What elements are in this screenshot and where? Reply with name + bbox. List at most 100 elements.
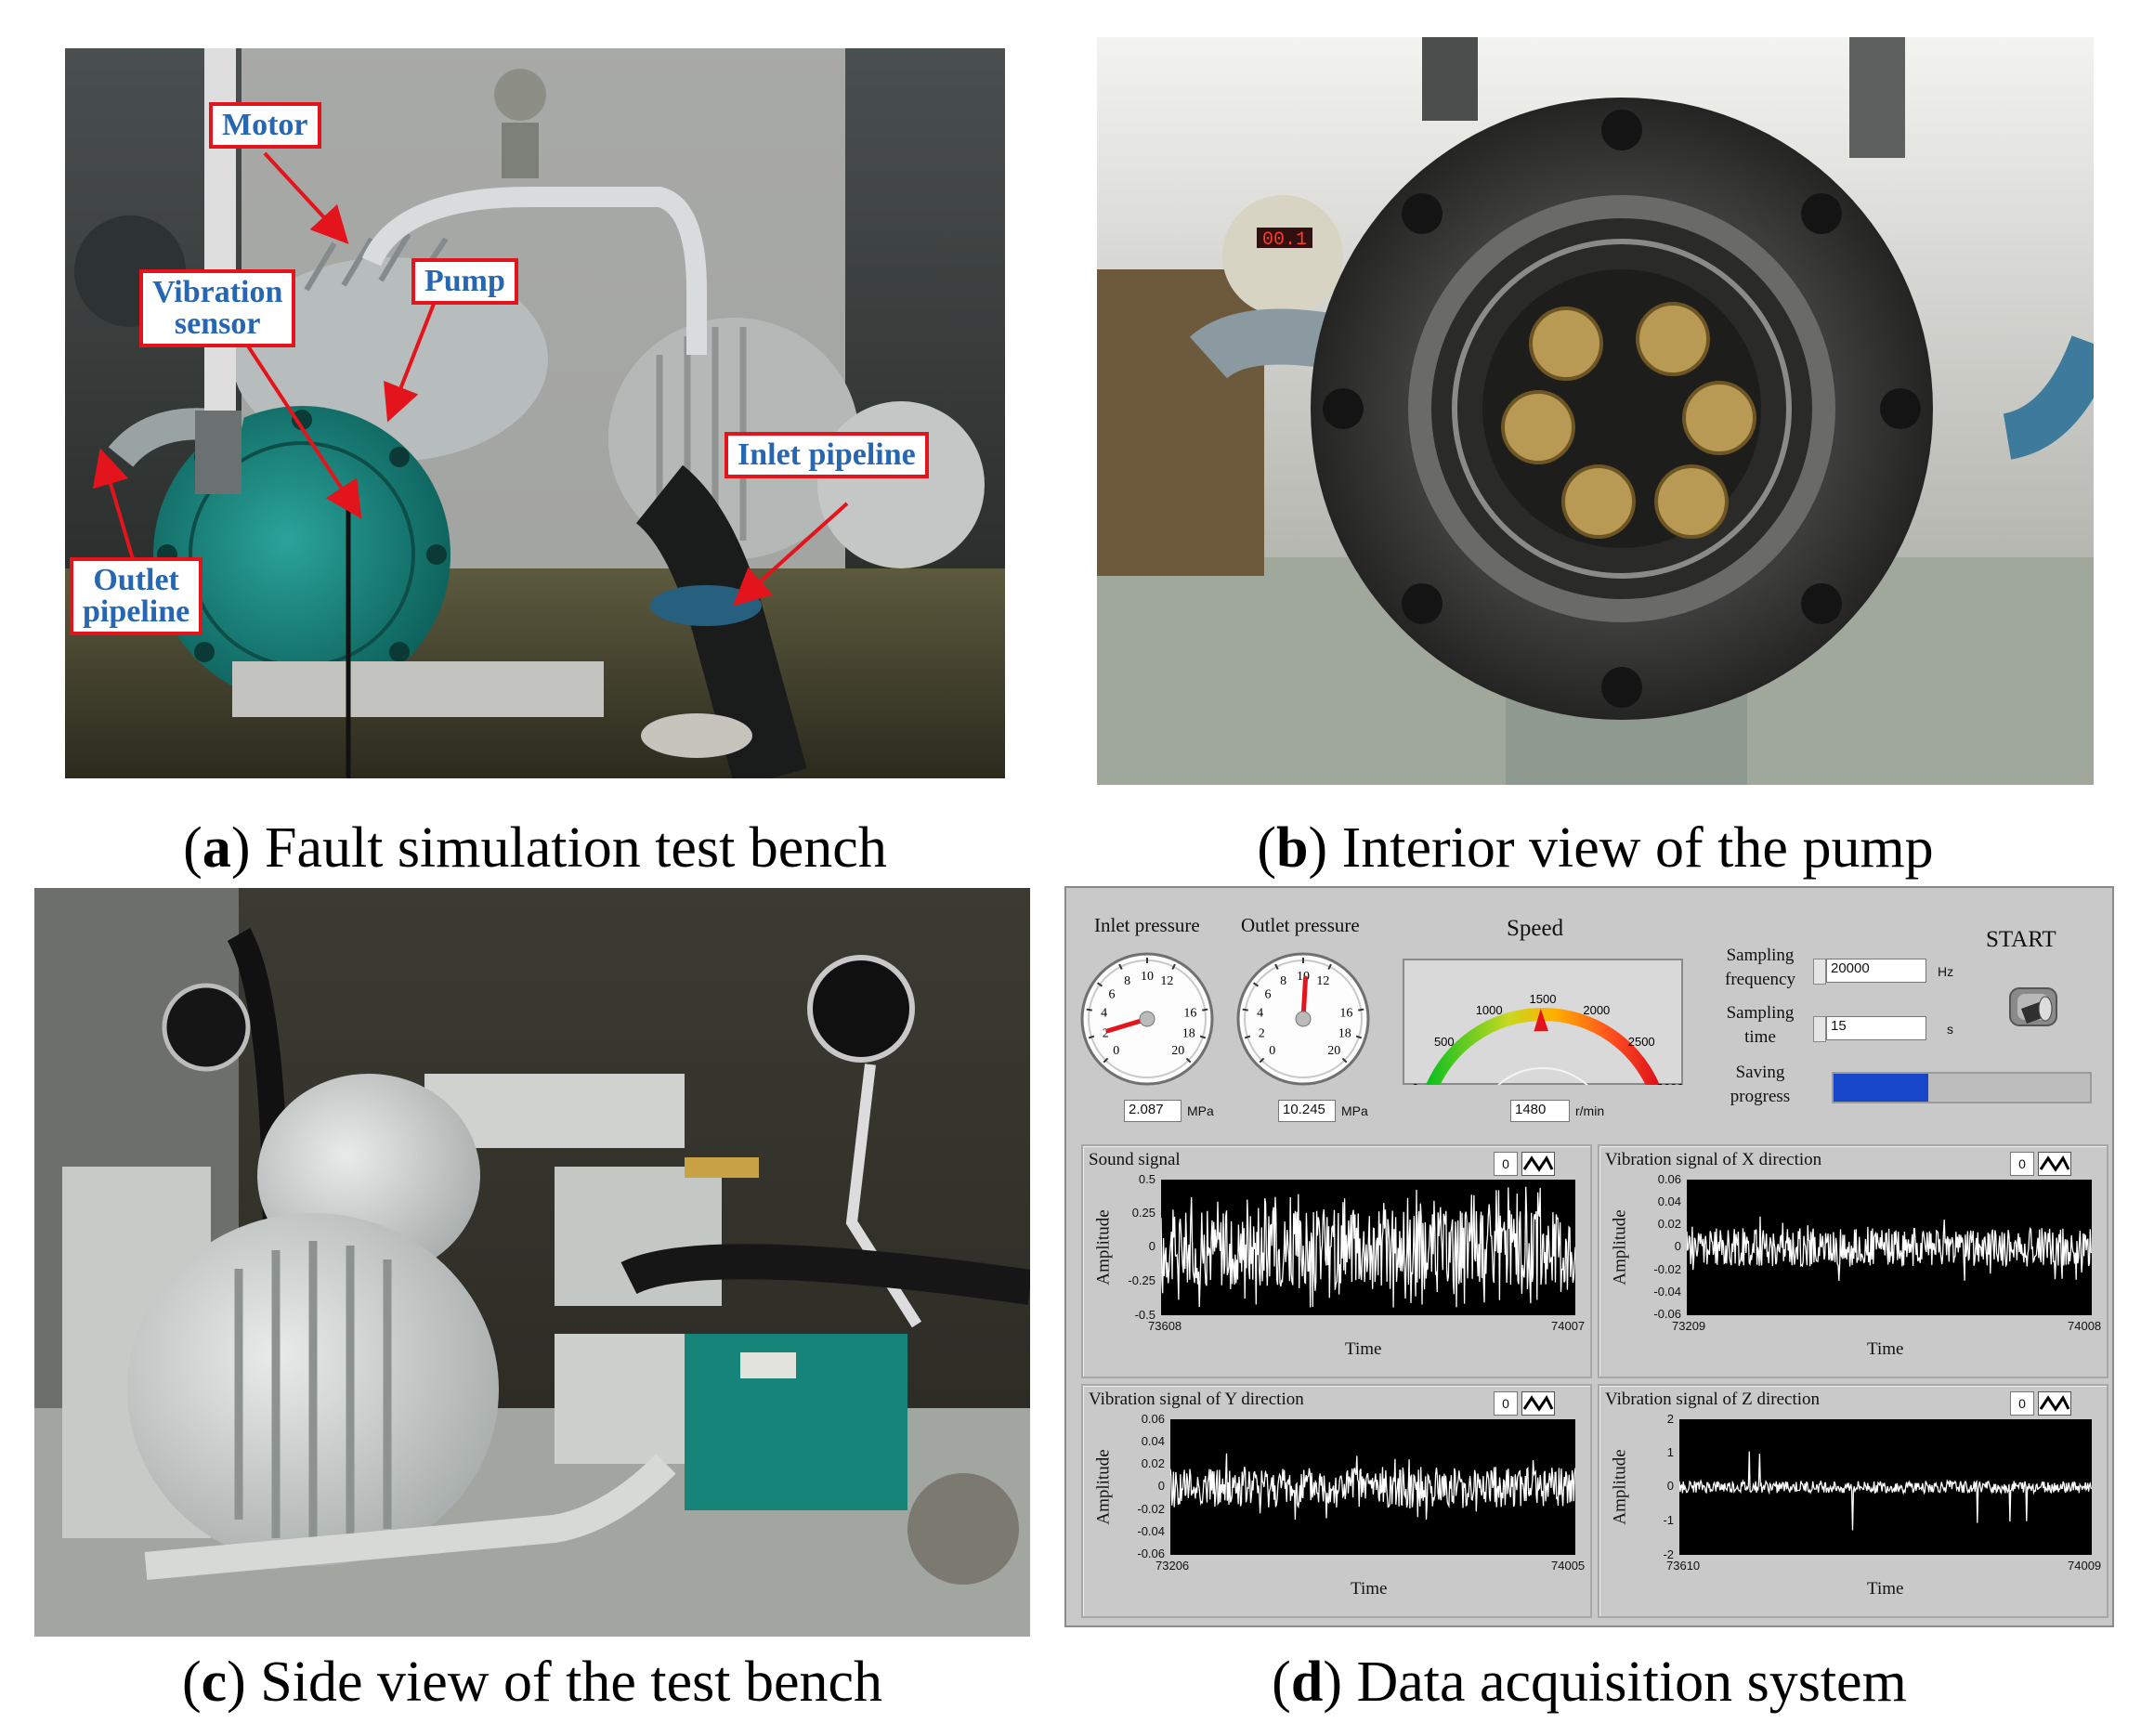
outlet-tick-mark [1253,982,1260,987]
photo-pump-interior: 00.1 [1097,37,2094,785]
inlet-tick-label: 20 [1171,1044,1184,1058]
chart-ylabel: Amplitude [1610,1449,1630,1525]
plot-area [1161,1180,1575,1315]
inlet-unit: MPa [1187,1103,1214,1118]
x-tick-start: 73206 [1155,1559,1190,1573]
inlet-tick-label: 12 [1160,974,1173,988]
inlet-tick-mark [1103,1057,1109,1064]
chart-legend-value: 0 [2010,1152,2034,1176]
photo-b-drawing: 00.1 [1097,37,2094,785]
sampling-time-input[interactable]: 15 [1826,1016,1926,1040]
outlet-tick-label: 20 [1327,1044,1340,1058]
photo-fault-simulation-bench [65,48,1005,778]
inlet-tick-mark [1088,1035,1095,1039]
speed-pointer [1534,1009,1548,1032]
outlet-tick-label: 16 [1339,1007,1352,1021]
outlet-tick-label: 6 [1264,987,1271,1001]
plot-legend-icon[interactable] [1521,1152,1555,1176]
caption-a: (a) Fault simulation test bench [183,816,887,880]
inlet-tick-mark [1185,1057,1192,1064]
inlet-tick-label: 8 [1124,974,1130,988]
y-tick: -0.25 [1128,1273,1155,1287]
sampling-frequency-input[interactable]: 20000 [1826,959,1926,983]
y-tick: 0.02 [1141,1456,1165,1470]
outlet-value-field[interactable]: 10.245 [1278,1100,1336,1122]
chart-title: Vibration signal of X direction [1605,1150,1822,1169]
sampling-frequency-unit: Hz [1938,964,1954,979]
outlet-pressure-label: Outlet pressure [1241,914,1360,936]
start-toggle-switch[interactable] [2001,972,2066,1046]
time-spinner[interactable] [1813,1016,1826,1042]
y-tick: -0.02 [1137,1502,1165,1516]
plot-legend-icon[interactable] [2038,1391,2071,1416]
x-tick-start: 73209 [1672,1319,1706,1333]
y-tick: -1 [1663,1513,1674,1527]
inlet-tick-label: 0 [1113,1044,1119,1058]
inlet-tick-label: 18 [1182,1027,1195,1041]
y-tick: 0.5 [1138,1172,1155,1186]
vibration-y-panel: Vibration signal of Y direction 0 Amplit… [1081,1384,1592,1618]
inlet-tick-label: 6 [1108,987,1115,1001]
chart-xlabel: Time [1867,1579,1904,1599]
plot-legend-icon[interactable] [2038,1152,2071,1176]
speed-unit: r/min [1575,1103,1605,1118]
sound-signal-panel: Sound signal 0 Amplitude 0.5 0.25 0 -0.2… [1081,1144,1592,1378]
photo-a-drawing [65,48,1005,778]
inlet-tick-label: 10 [1141,970,1154,984]
plot-area [1687,1180,2092,1315]
y-tick: -0.5 [1134,1308,1155,1322]
callout-motor: Motor [209,102,321,149]
frequency-spinner[interactable] [1813,959,1826,985]
photo-c-drawing [34,888,1030,1637]
meter-display: 00.1 [1262,229,1307,251]
outlet-tick-mark [1327,963,1332,970]
outlet-tick-mark [1341,1057,1348,1064]
inlet-tick-mark [1199,1035,1207,1039]
callout-outlet-pipeline: Outlet pipeline [70,557,203,635]
speed-tick-label: 3000 [1657,1081,1683,1085]
inlet-value-field[interactable]: 2.087 [1124,1100,1181,1122]
chart-ylabel: Amplitude [1093,1449,1114,1525]
y-tick: -0.06 [1653,1307,1681,1321]
speed-tick-label: 0 [1412,1081,1418,1085]
y-tick: -0.02 [1653,1262,1681,1276]
chart-xlabel: Time [1345,1339,1382,1359]
photo-side-view-bench [34,888,1030,1637]
speed-tick-label: 2500 [1628,1035,1655,1049]
signal-trace [1687,1216,2092,1281]
outlet-tick-mark [1358,1008,1364,1012]
inlet-tick-mark [1118,963,1123,970]
x-tick-end: 74005 [1551,1559,1586,1573]
y-tick: 2 [1666,1412,1674,1426]
speed-tick-label: 500 [1434,1035,1455,1049]
chart-ylabel: Amplitude [1093,1209,1114,1286]
speed-tick-label: 1500 [1530,992,1557,1006]
x-tick-end: 74007 [1551,1319,1586,1333]
chart-title: Sound signal [1089,1150,1181,1169]
y-tick: 0.04 [1141,1434,1165,1448]
outlet-tick-mark [1274,963,1279,970]
chart-legend-value: 0 [2010,1391,2034,1416]
y-tick: -0.06 [1137,1547,1165,1560]
callout-pump: Pump [411,258,518,305]
x-tick-end: 74009 [2068,1559,2102,1573]
signal-trace [1679,1451,2092,1531]
outlet-tick-mark [1259,1057,1265,1064]
caption-c: (c) Side view of the test bench [181,1651,883,1714]
inlet-tick-label: 2 [1103,1027,1109,1041]
y-tick: 0.06 [1141,1412,1165,1426]
outlet-unit: MPa [1341,1103,1368,1118]
chart-legend-value: 0 [1494,1391,1518,1416]
chart-xlabel: Time [1867,1339,1904,1359]
caption-b: (b) Interior view of the pump [1257,816,1934,880]
x-tick-end: 74008 [2068,1319,2102,1333]
plot-area [1170,1419,1575,1555]
plot-legend-icon[interactable] [1521,1391,1555,1416]
y-tick: 0.02 [1657,1217,1681,1231]
outlet-tick-label: 4 [1257,1007,1263,1021]
speed-label: Speed [1507,916,1564,941]
y-tick: 0.04 [1657,1194,1681,1208]
speed-value-field[interactable]: 1480 [1510,1100,1570,1122]
